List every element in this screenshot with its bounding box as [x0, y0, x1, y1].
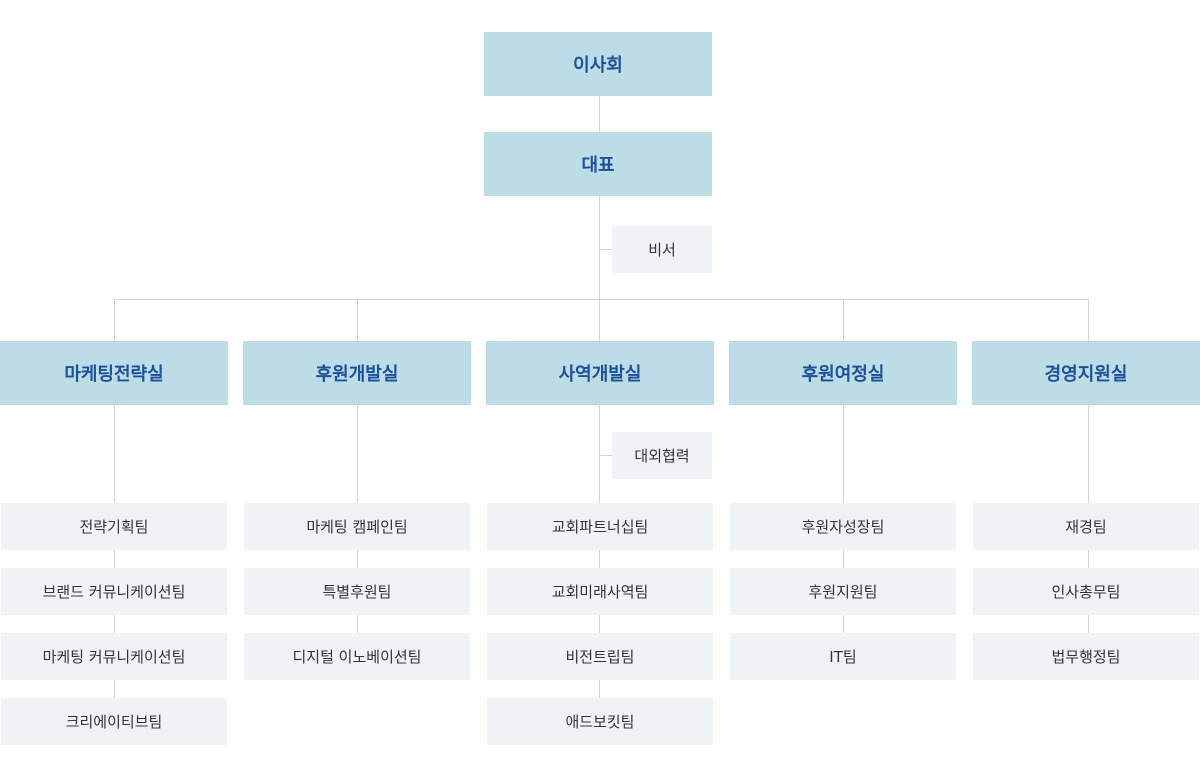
- connector-teams-1: [114, 405, 115, 721]
- team-box: 법무행정팀: [973, 633, 1199, 680]
- secretary-box: 비서: [612, 226, 712, 273]
- ceo-box: 대표: [484, 132, 712, 196]
- connector-div-5: [1088, 299, 1089, 341]
- division-ministry-development: 사역개발실: [486, 341, 714, 405]
- connector-div-3: [599, 299, 600, 341]
- division-sponsorship-development: 후원개발실: [243, 341, 471, 405]
- connector-ceo-trunk: [599, 196, 600, 300]
- team-box: 후원자성장팀: [730, 503, 956, 550]
- team-box: 비전트립팀: [487, 633, 713, 680]
- connector-div-2: [357, 299, 358, 341]
- team-box: 애드보킷팀: [487, 698, 713, 745]
- connector-board-ceo: [599, 96, 600, 132]
- team-box: 크리에이티브팀: [1, 698, 227, 745]
- team-box: 마케팅 커뮤니케이션팀: [1, 633, 227, 680]
- connector-div-1: [114, 299, 115, 341]
- team-box: 전략기획팀: [1, 503, 227, 550]
- division-sponsor-journey: 후원여정실: [729, 341, 957, 405]
- team-box: 재경팀: [973, 503, 1199, 550]
- team-box: 교회파트너십팀: [487, 503, 713, 550]
- team-box: 브랜드 커뮤니케이션팀: [1, 568, 227, 615]
- external-relations-box: 대외협력: [612, 432, 712, 479]
- connector-horizontal-bar: [114, 299, 1089, 300]
- division-marketing-strategy: 마케팅전략실: [0, 341, 228, 405]
- team-box: 마케팅 캠페인팀: [244, 503, 470, 550]
- team-box: 교회미래사역팀: [487, 568, 713, 615]
- board-box: 이사회: [484, 32, 712, 96]
- team-box: 인사총무팀: [973, 568, 1199, 615]
- division-management-support: 경영지원실: [972, 341, 1200, 405]
- connector-div-4: [843, 299, 844, 341]
- team-box: 디지털 이노베이션팀: [244, 633, 470, 680]
- team-box: 특별후원팀: [244, 568, 470, 615]
- team-box: 후원지원팀: [730, 568, 956, 615]
- connector-side-3: [599, 455, 612, 456]
- team-box: IT팀: [730, 633, 956, 680]
- connector-teams-3: [599, 405, 600, 721]
- connector-secretary: [599, 249, 612, 250]
